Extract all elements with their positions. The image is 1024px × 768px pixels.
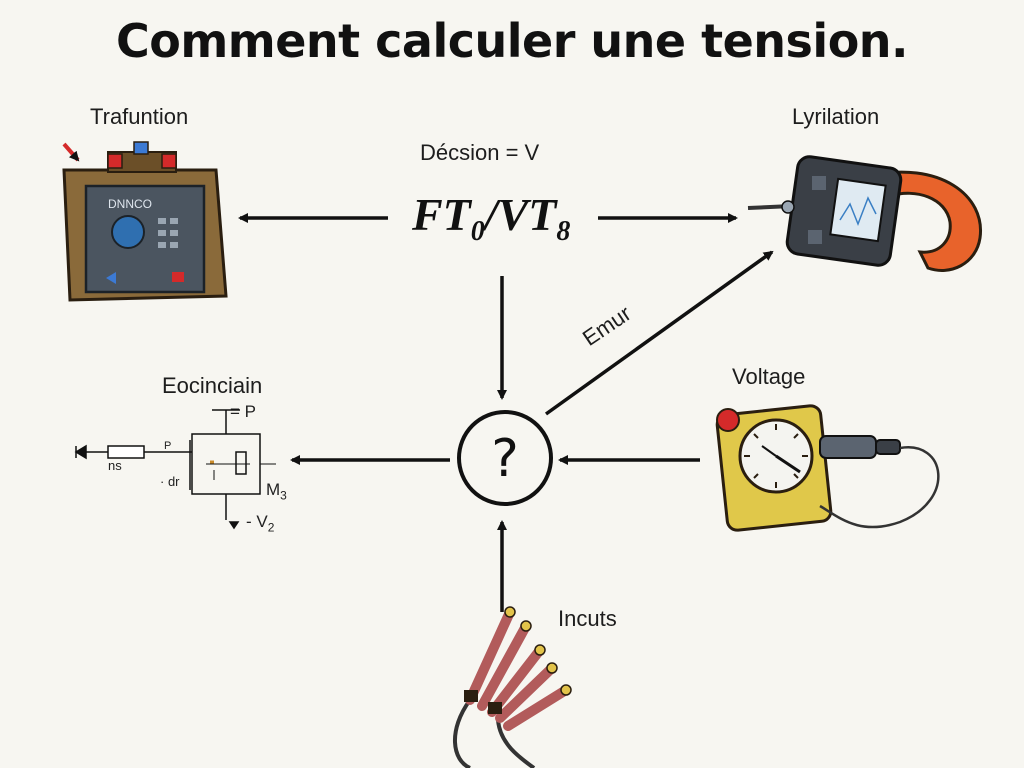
- clamp-multimeter: [747, 155, 982, 272]
- schematic-ns-label: ns: [108, 458, 122, 473]
- power-supply-device: DNNCO: [62, 141, 228, 302]
- formula: FT0/VT8: [412, 188, 570, 248]
- label-incuts: Incuts: [558, 606, 617, 631]
- schematic-p-small-label: P: [164, 440, 172, 452]
- label-eocinciain: Eocinciain: [162, 373, 263, 398]
- label-lyrilation: Lyrilation: [792, 104, 880, 129]
- formula-right-sub: 8: [556, 216, 571, 248]
- label-decision: Décsion = V: [420, 140, 540, 165]
- formula-separator: /: [484, 189, 498, 240]
- circuit-schematic: [74, 409, 276, 530]
- schematic-dr-label: · dr: [160, 474, 180, 489]
- schematic-v2-label: - V2: [246, 512, 275, 535]
- schematic-p-label: = P: [230, 402, 256, 421]
- schematic-m-label: M3: [266, 480, 287, 503]
- question-mark: ?: [491, 429, 519, 489]
- formula-left: FT: [412, 189, 471, 240]
- arrow-diagonal-to-multimeter: [544, 250, 774, 416]
- label-voltage: Voltage: [732, 364, 806, 389]
- label-trafuntion: Trafuntion: [90, 104, 189, 129]
- formula-left-sub: 0: [470, 216, 485, 248]
- question-node: ?: [457, 410, 553, 506]
- device-screen-text: DNNCO: [108, 197, 152, 211]
- formula-right: VT: [497, 189, 557, 240]
- test-probes: [453, 606, 572, 768]
- page-title: Comment calculer une tension.: [115, 14, 909, 68]
- voltage-gauge-meter: [715, 404, 940, 532]
